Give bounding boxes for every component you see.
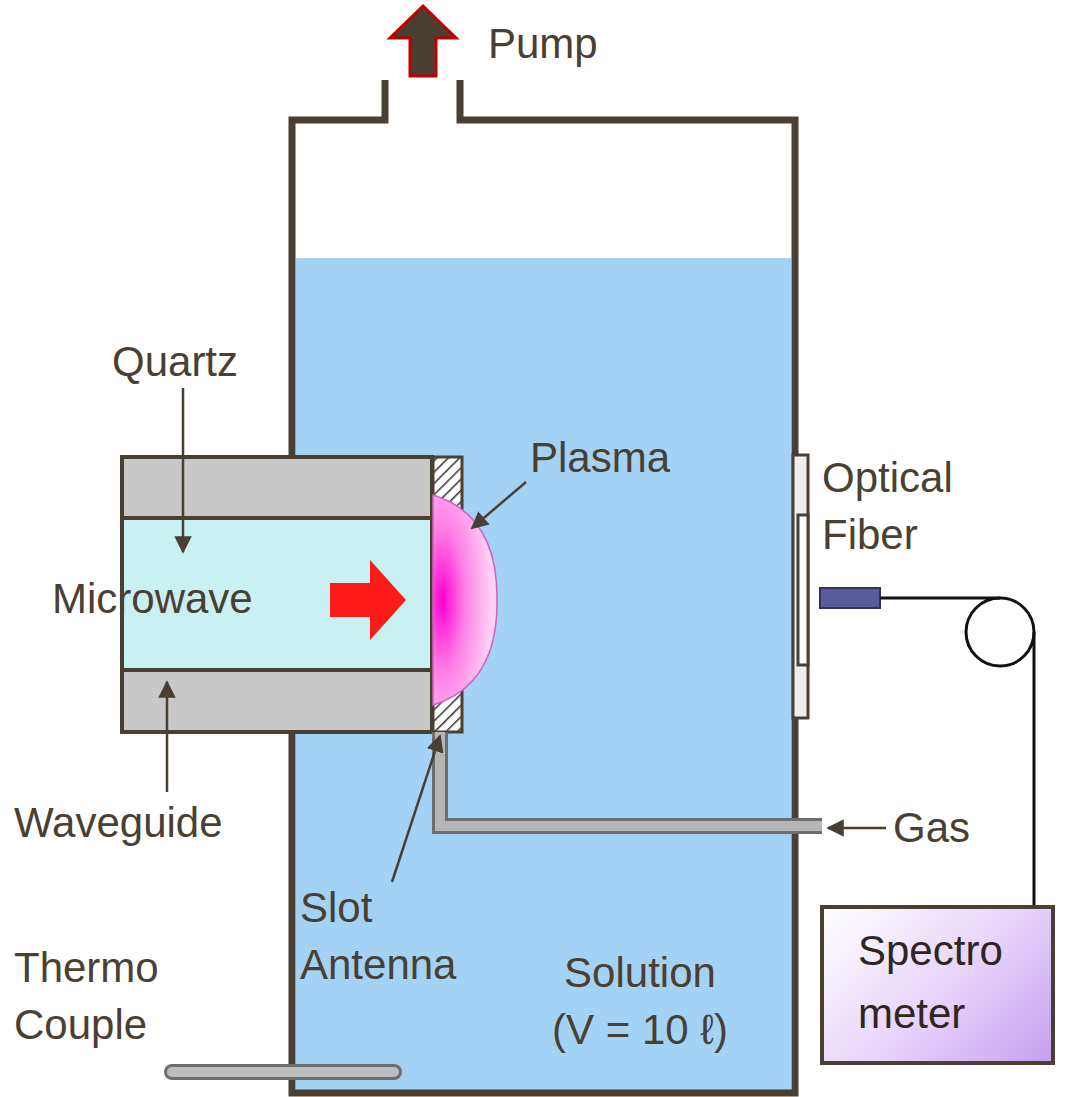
part-label: Plasma (530, 430, 670, 487)
microwave-arrow (330, 560, 406, 640)
part-label: Thermo Couple (14, 940, 234, 1053)
thermocouple (172, 1067, 394, 1077)
node-label: Spectro meter (858, 919, 1039, 1045)
window-frame (793, 455, 808, 718)
part-label: Pump (488, 16, 598, 73)
waveguide-wall (122, 670, 432, 732)
pump-arrow (390, 6, 456, 76)
part-label: Quartz (112, 334, 238, 391)
part-label: Optical Fiber (822, 450, 1022, 563)
window-glass (798, 515, 808, 665)
part-label: Gas (893, 800, 970, 857)
leader-line (472, 482, 526, 528)
part-label: Waveguide (14, 795, 223, 852)
chamber-wall (292, 80, 795, 1093)
leader-line (828, 827, 886, 830)
leader-line (182, 388, 185, 552)
waveguide-wall (122, 457, 432, 518)
fiber-cable (1033, 632, 1036, 905)
thermocouple-outline (172, 1064, 394, 1080)
part-label: Solution (V = 10 ℓ) (540, 945, 740, 1058)
leader-line (392, 736, 440, 882)
leader-line (166, 682, 169, 792)
plasma (433, 495, 497, 705)
fiber-cable (880, 597, 1000, 600)
instrument-box: Spectro meter (820, 905, 1055, 1065)
fiber-probe (820, 588, 880, 608)
part-label: Microwave (52, 571, 253, 628)
fiber-coil (966, 598, 1034, 666)
part-label: Slot Antenna (300, 880, 500, 993)
gas-pipe (440, 732, 822, 826)
gas-pipe-outline (440, 732, 822, 826)
